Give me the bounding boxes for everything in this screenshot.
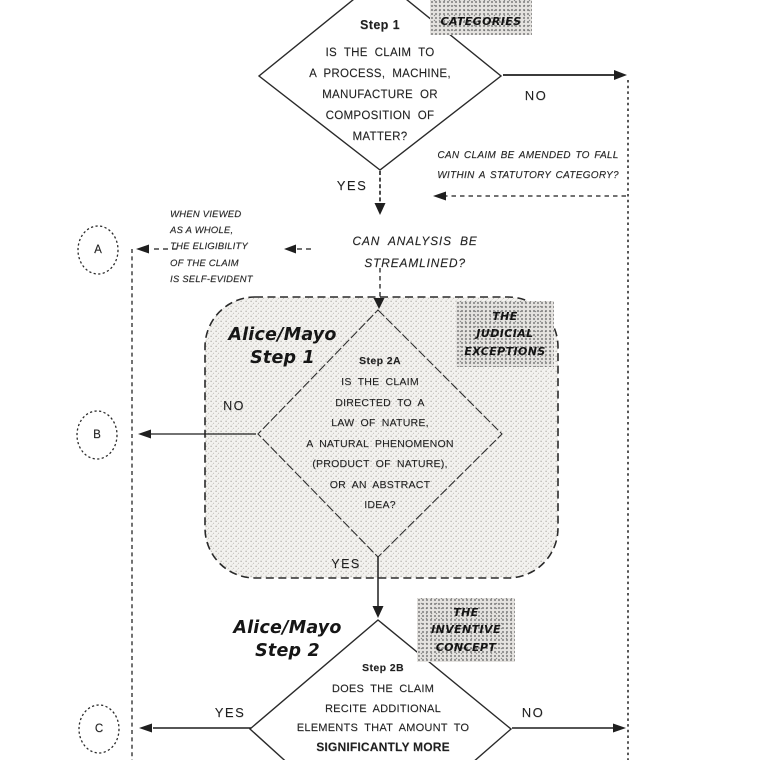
step1-yes-label: YES [336,178,368,193]
arrowhead-left-icon [136,244,149,254]
text-line: INVENTIVE [431,623,501,637]
judicial-exceptions-lines: THE JUDICIAL EXCEPTIONS [464,308,545,361]
connector-a-circle [77,225,119,275]
step2b-label: Step 2B [362,662,404,674]
arrowhead-left-icon [433,191,446,201]
text-line: LAW OF NATURE, [331,417,429,429]
arrowhead-left-icon [138,429,151,439]
step2a-no-label: NO [223,399,245,413]
step2b-diamond-outline [248,619,513,760]
text-line: AS A WHOLE, [170,225,234,237]
amend-note: CAN CLAIM BE AMENDED TO FALL WITHIN A STA… [428,146,628,186]
step2a-question-lines: IS THE CLAIM DIRECTED TO A LAW OF NATURE, A… [252,372,508,516]
step1-question-lines: IS THE CLAIM TO A PROCESS, MACHINE, MANUFA… [268,43,492,148]
text-line: OR AN ABSTRACT [329,478,431,491]
alice-step1-region [204,296,559,579]
text-line: IDEA? [364,499,396,511]
text-line: Alice/Mayo [233,618,342,638]
arrowhead-down-icon [372,606,384,618]
step2a-yes-label: YES [331,557,361,571]
step1-diamond-outline [257,0,503,171]
arrowhead-left-icon [284,244,296,254]
arrowhead-down-icon [373,298,385,309]
connector-a-label: A [94,244,102,256]
step2a-label: Step 2A [359,355,401,367]
arrowhead-right-icon [613,723,626,733]
text-line: CAN ANALYSIS BE [352,234,478,248]
text-line: WHEN VIEWED [170,209,242,220]
step2b-question-lines: DOES THE CLAIM RECITE ADDITIONAL ELEMENTS … [258,680,508,739]
step1-question: Step 1 IS THE CLAIM TO A PROCESS, MACHINE… [268,18,492,148]
connector-c-circle [78,704,120,754]
text-line: WITHIN A STATUTORY CATEGORY? [437,170,619,181]
text-line: CAN CLAIM BE AMENDED TO FALL [437,150,619,161]
arrowhead-left-icon [139,723,152,733]
text-line: DIRECTED TO A [335,396,425,409]
text-line: RECITE ADDITIONAL [324,702,442,715]
text-line: DOES THE CLAIM [331,683,435,695]
text-line: Alice/Mayo [228,325,337,345]
categories-tag-label: CATEGORIES [440,14,522,28]
text-line: STREAMLINED? [364,256,466,270]
text-line: A PROCESS, MACHINE, [309,68,451,80]
text-line: OF THE CLAIM [170,257,239,269]
step2b-question: Step 2B DOES THE CLAIM RECITE ADDITIONAL E… [258,662,508,755]
text-line: COMPOSITION OF [325,110,435,122]
arrowhead-down-icon [374,203,386,215]
connector-c-label: C [94,723,104,735]
streamline-note: CAN ANALYSIS BE STREAMLINED? [315,230,515,274]
self-evident-note-lines: WHEN VIEWED AS A WHOLE, THE ELIGIBILITY OF … [170,207,282,288]
inventive-concept-tag: THE INVENTIVE CONCEPT [417,598,515,662]
text-line: A NATURAL PHENOMENON [306,437,454,450]
text-line: IS THE CLAIM [341,376,419,388]
step1-label: Step 1 [360,18,400,32]
text-line: JUDICIAL [476,327,534,341]
text-line: MANUFACTURE OR [322,89,438,101]
connector-b-label: B [93,429,101,441]
text-line: Step 1 [250,347,315,368]
connector-b-circle [76,410,118,460]
step2b-no-label: NO [521,705,545,720]
step2b-yes-label: YES [214,705,246,720]
arrowhead-right-icon [614,70,627,80]
amend-note-lines: CAN CLAIM BE AMENDED TO FALL WITHIN A STA… [428,146,628,186]
step2a-question: Step 2A IS THE CLAIM DIRECTED TO A LAW OF … [252,355,508,516]
streamline-note-lines: CAN ANALYSIS BE STREAMLINED? [315,230,515,274]
text-line: Step 2 [255,640,320,661]
text-line: THE [453,605,479,619]
text-line: EXCEPTIONS [464,344,546,358]
inventive-concept-lines: THE INVENTIVE CONCEPT [431,604,501,657]
text-line: THE [492,309,518,323]
step2b-bold-line: SIGNIFICANTLY MORE [316,739,450,754]
step1-no-label: NO [524,88,548,103]
text-line: MATTER? [352,131,408,143]
text-line: IS SELF-EVIDENT [170,273,253,285]
statutory-categories-tag: CATEGORIES [430,0,532,35]
text-line: ELEMENTS THAT AMOUNT TO [296,722,470,734]
text-line: CONCEPT [435,640,497,654]
text-line: (PRODUCT OF NATURE), [312,458,448,470]
judicial-exceptions-tag: THE JUDICIAL EXCEPTIONS [456,301,554,367]
text-line: IS THE CLAIM TO [325,47,435,59]
self-evident-note: WHEN VIEWED AS A WHOLE, THE ELIGIBILITY OF … [170,207,282,288]
text-line: THE ELIGIBILITY [170,241,248,253]
